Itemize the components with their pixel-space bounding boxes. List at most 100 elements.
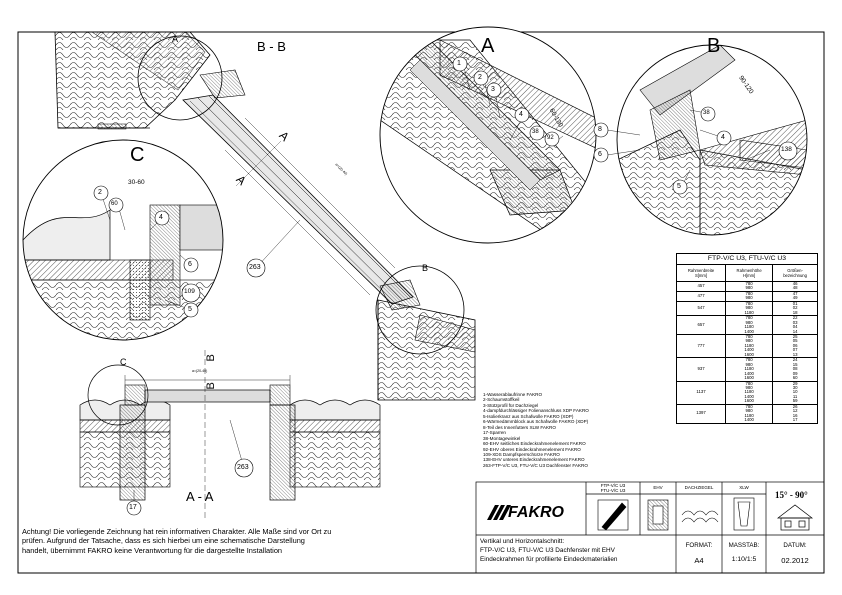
legend-item: 138-EHV unteres Eindeckrahmenelement FAK…: [483, 457, 585, 463]
callout-138: 138: [781, 146, 792, 153]
size-table-height-cell: 1600: [725, 399, 773, 405]
legend-item: 5-Isolierkranz aus Schafwolle FAKRO (XDP…: [483, 413, 574, 419]
callout-3: 3: [491, 86, 495, 93]
size-table-height-cell: 1400: [725, 417, 773, 424]
xlw-pictogram: [733, 497, 755, 531]
callout-4-b: 4: [721, 134, 725, 141]
legend-item: 109-XDS Dampfsperrschürze FAKRO: [483, 451, 560, 457]
fakro-logo-mark: [487, 505, 511, 520]
tb-date-value: 02.2012: [781, 556, 809, 565]
legend-item: 2-Schaumstoffkeil: [483, 397, 520, 403]
size-table-size-cell: 13: [772, 352, 818, 358]
tb-desc-2: FTP-V/C U3, FTU-V/C U3 Dachfenster mit E…: [480, 547, 615, 554]
size-table-size-cell: 10: [772, 389, 818, 395]
size-table: FTP-V/C U3, FTU-V/C U3 Rahmenbreite S[mm…: [675, 253, 818, 424]
cut-b-aa-label: B: [204, 354, 217, 362]
cut-a-marker: A: [172, 34, 179, 44]
size-table-height-cell: 1180: [725, 366, 773, 372]
tb-format-value: A4: [694, 556, 704, 565]
size-table-height-cell: 980: [725, 362, 773, 368]
section-bb-upper-roof: [54, 31, 211, 130]
callout-17: 17: [129, 504, 137, 511]
callout-2: 2: [478, 74, 482, 81]
size-table-height-cell: 1180: [725, 343, 773, 349]
tb-desc-3: Eindeckrahmen für profilierte Eindeckmat…: [480, 556, 618, 563]
size-table-height-cell: 1400: [725, 371, 773, 377]
size-table-height-cell: 980: [725, 320, 773, 326]
callout-1: 1: [457, 60, 461, 67]
tb-scale-label: MASSTAB:: [728, 542, 760, 549]
size-table-size-cell: 18: [772, 310, 818, 316]
tb-desc-1: Vertikal und Horizontalschnitt:: [480, 538, 565, 545]
legend-item: 38-Montagewinkel: [483, 435, 521, 441]
size-table-col-width: Rahmenbreite S[mm]: [675, 264, 726, 282]
size-table-height-cell: 1400: [725, 347, 773, 353]
cut-b-marker: B: [422, 263, 429, 273]
dim-30-60: 30-60: [128, 179, 145, 186]
size-table-size-cell: 02: [772, 305, 818, 311]
size-table-size-cell: 47: [772, 290, 818, 297]
size-table-height-cell: 780: [725, 300, 773, 307]
size-table-height-cell: 1400: [725, 394, 773, 400]
callout-6-c: 6: [188, 261, 192, 268]
size-table-size-cell: 14: [772, 329, 818, 335]
detail-b: [617, 45, 807, 235]
callout-circles: [93, 56, 798, 516]
size-table-size-cell: 48: [772, 286, 818, 292]
size-table-height-cell: 1600: [725, 352, 773, 358]
legend-item: 263-FTP-V/C U3, FTU-V/C U3 Dachfenster F…: [483, 462, 588, 468]
size-table-height-cell: 780: [725, 281, 773, 287]
size-table-size-cell: 04: [772, 324, 818, 330]
section-aa-title: A - A: [186, 489, 214, 504]
size-table-height-cell: 780: [725, 290, 773, 297]
tb-scale-value: 1:10/1:5: [731, 556, 757, 563]
callout-5-c: 5: [188, 306, 192, 313]
size-table-size-cell: 59: [772, 399, 818, 405]
section-bb-title: B - B: [257, 39, 286, 54]
detail-c-title: C: [130, 144, 145, 166]
section-bb-lower-roof: [377, 299, 476, 401]
size-table-height-cell: 780: [725, 357, 773, 363]
callout-38-a: 38: [532, 129, 539, 135]
size-table-width-cell: 937: [675, 357, 726, 382]
tb-col-ehv: EHV: [653, 485, 663, 490]
detail-b-marker: [375, 265, 465, 355]
size-table-height-cell: 780: [725, 403, 773, 410]
size-table-width-cell: 547: [675, 300, 726, 316]
callout-5-b: 5: [677, 183, 681, 190]
size-table-size-cell: 46: [772, 281, 818, 287]
size-table-height-cell: 980: [725, 286, 773, 292]
size-table-height-cell: 1400: [725, 329, 773, 335]
detail-b-circle: [616, 44, 808, 236]
size-table-width-cell: 657: [675, 315, 726, 335]
callout-263-bb: 263: [249, 264, 261, 271]
tb-date-label: DATUM:: [783, 542, 807, 549]
detail-c-circle: [22, 139, 224, 341]
size-table-size-cell: 15: [772, 362, 818, 368]
size-table-size-cell: 11: [772, 394, 818, 400]
callout-4-c: 4: [159, 214, 163, 221]
size-table-size-cell: 01: [772, 300, 818, 307]
fakro-logo-text: FAKRO: [508, 504, 564, 521]
size-table-size-cell: 17: [772, 417, 818, 424]
size-table-height-cell: 980: [725, 296, 773, 302]
ehv-pictogram: [647, 499, 669, 531]
size-table-height-cell: 780: [725, 315, 773, 321]
size-table-height-cell: 780: [725, 333, 773, 340]
disclaimer-note: Achtung! Die vorliegende Zeichnung hat r…: [22, 527, 332, 555]
dim-aa: a=(20-40): [192, 369, 208, 373]
size-table-height-cell: 780: [725, 380, 773, 386]
